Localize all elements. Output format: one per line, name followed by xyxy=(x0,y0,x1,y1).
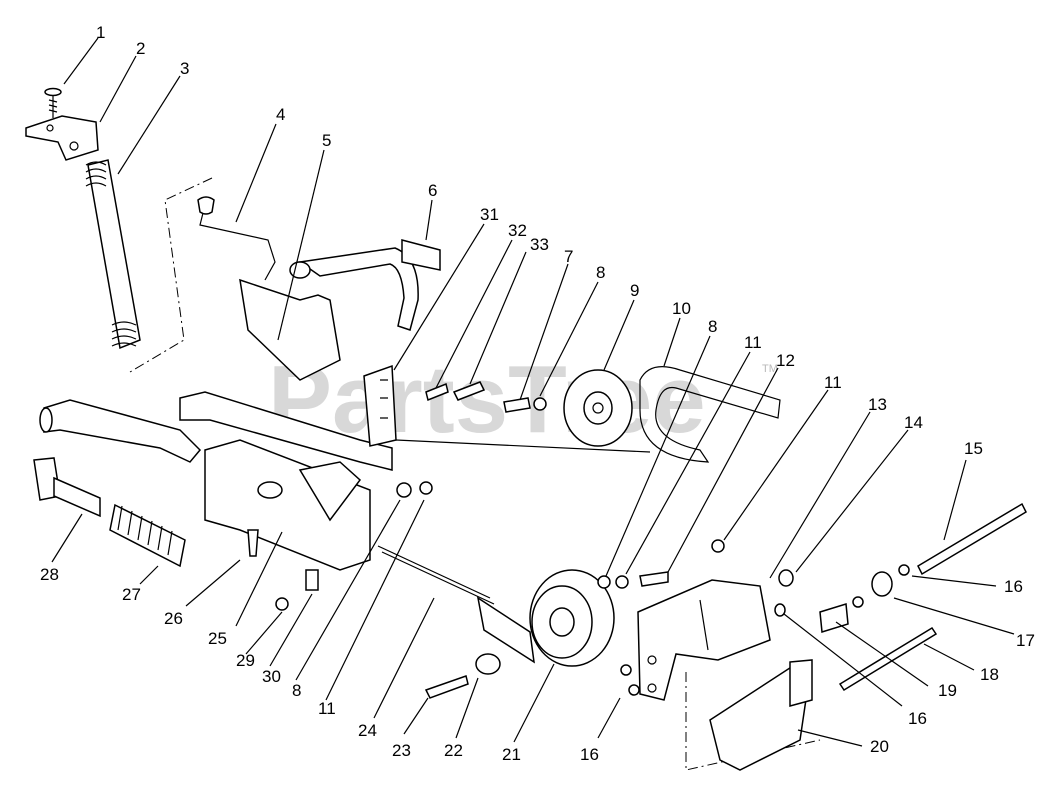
callout-32: 32 xyxy=(508,221,527,240)
part-rod-28 xyxy=(33,457,101,518)
callout-11b: 11 xyxy=(824,373,842,392)
callout-15: 15 xyxy=(964,439,983,458)
callout-26: 26 xyxy=(164,609,183,628)
callout-16c: 16 xyxy=(580,745,599,764)
part-pin-33 xyxy=(452,381,486,401)
callout-16b: 16 xyxy=(908,709,927,728)
part-clip-30 xyxy=(305,569,319,591)
part-spring-19 xyxy=(819,596,864,633)
callout-23: 23 xyxy=(392,741,411,760)
part-bolt-12 xyxy=(639,571,669,587)
callout-27: 27 xyxy=(122,585,141,604)
part-bracket-2 xyxy=(25,115,99,161)
part-spacer-13-14 xyxy=(774,569,794,617)
callout-11a: 11 xyxy=(744,333,762,352)
callout-20: 20 xyxy=(870,737,889,756)
part-screw-1 xyxy=(44,87,62,118)
part-washer-nut-11-8 xyxy=(396,481,433,498)
callout-9: 9 xyxy=(630,281,639,300)
callout-28: 28 xyxy=(40,565,59,584)
part-plate-31 xyxy=(363,364,397,447)
callout-16a: 16 xyxy=(1004,577,1023,596)
callout-21: 21 xyxy=(502,745,521,764)
part-bracket-20 xyxy=(709,659,813,771)
callout-4: 4 xyxy=(276,105,285,124)
callout-30: 30 xyxy=(262,667,281,686)
callout-5: 5 xyxy=(322,131,331,150)
part-main-pulley-21 xyxy=(529,569,615,667)
callout-12: 12 xyxy=(776,351,795,370)
callout-7: 7 xyxy=(564,247,573,266)
part-washers-8 xyxy=(597,575,629,589)
part-nut-29 xyxy=(275,597,289,611)
part-bolt-32 xyxy=(425,382,449,402)
part-rod-15 xyxy=(917,502,1027,576)
callout-1: 1 xyxy=(96,23,105,42)
guide-line-belt xyxy=(395,439,651,453)
part-bolt-23 xyxy=(424,675,469,699)
callout-8b: 8 xyxy=(708,317,717,336)
part-right-bracket xyxy=(637,579,771,701)
callout-2: 2 xyxy=(136,39,145,58)
part-belt-10 xyxy=(639,366,781,463)
callout-11c: 11 xyxy=(318,699,336,718)
part-spacer-22 xyxy=(475,653,501,675)
part-washer-16-17 xyxy=(871,564,910,597)
callout-24: 24 xyxy=(358,721,377,740)
part-nut-11 xyxy=(711,539,725,553)
callout-17: 17 xyxy=(1016,631,1035,650)
part-idler-pulley-9 xyxy=(563,369,633,447)
callout-29: 29 xyxy=(236,651,255,670)
part-arm-assembly xyxy=(39,391,393,571)
leader-lines xyxy=(51,37,1015,747)
callout-labels: 1 2 3 4 5 6 31 32 33 7 8 9 10 8 11 12 11… xyxy=(40,23,1035,764)
callout-3: 3 xyxy=(180,59,189,78)
callout-25: 25 xyxy=(208,629,227,648)
callout-14: 14 xyxy=(904,413,923,432)
trademark-mark: TM xyxy=(762,363,778,375)
callout-19: 19 xyxy=(938,681,957,700)
callout-22: 22 xyxy=(444,741,463,760)
guide-line-4 xyxy=(129,177,213,373)
part-link-rod-4 xyxy=(197,196,276,281)
callout-8c: 8 xyxy=(292,681,301,700)
part-spring-rod-3 xyxy=(85,159,141,350)
part-rod-18 xyxy=(838,626,938,692)
callout-33: 33 xyxy=(530,235,549,254)
part-pivot-bracket-5 xyxy=(239,247,419,381)
part-clips-16 xyxy=(620,664,640,696)
part-bolt-24 xyxy=(377,545,535,664)
callout-6: 6 xyxy=(428,181,437,200)
part-pin-26 xyxy=(247,529,259,557)
callout-13: 13 xyxy=(868,395,887,414)
part-spring-27 xyxy=(109,503,186,568)
part-washer-8 xyxy=(533,397,547,411)
callout-8a: 8 xyxy=(596,263,605,282)
callout-18: 18 xyxy=(980,665,999,684)
callout-31: 31 xyxy=(480,205,499,224)
part-label-6 xyxy=(401,239,441,271)
callout-10: 10 xyxy=(672,299,691,318)
